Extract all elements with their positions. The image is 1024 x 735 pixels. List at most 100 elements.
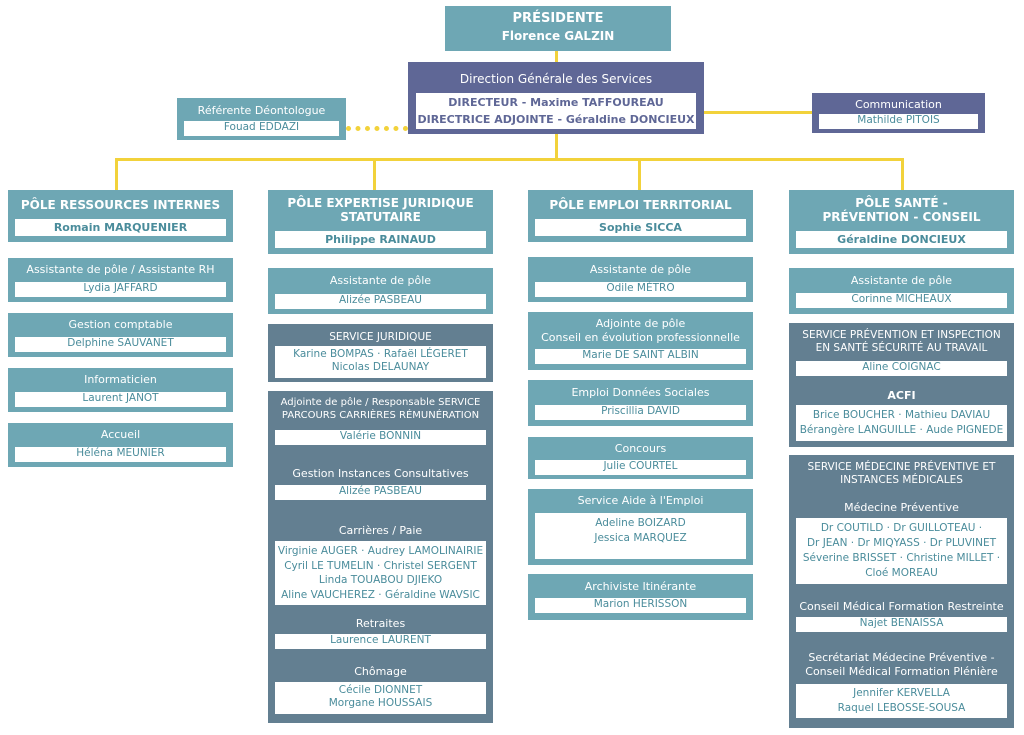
dgs-directeur: DIRECTEUR - Maxime TAFFOUREAU <box>448 96 664 109</box>
pole4-mp-l4: Cloé MOREAU <box>865 567 938 579</box>
pole4-mp-title: Médecine Préventive <box>844 501 959 514</box>
communication-name: Mathilde PITOIS <box>819 114 978 129</box>
pole4-mp-l1: Dr COUTILD · Dr GUILLOTEAU · <box>820 522 983 534</box>
deontologue-name: Fouad EDDAZI <box>184 121 339 136</box>
pole2-assistante-name: Alizée PASBEAU <box>275 294 486 309</box>
pole2-chomage-l1: Cécile DIONNET <box>338 684 423 696</box>
pole1-accueil-box: Accueil Héléna MEUNIER <box>8 423 233 467</box>
pole4-prevention-name: Aline COIGNAC <box>796 361 1007 376</box>
connector-horizontal <box>115 158 904 161</box>
pole3-aide-l2: Jessica MARQUEZ <box>594 532 687 544</box>
pole1-informaticien-title: Informaticien <box>84 373 157 386</box>
pole2-carrieres-l3: Linda TOUABOU DJIEKO <box>318 574 443 586</box>
pole3-adjointe-title-l2: Conseil en évolution professionnelle <box>541 331 740 344</box>
connector-pole2 <box>373 158 376 190</box>
deontologue-box: Référente Déontologue Fouad EDDAZI <box>177 98 346 140</box>
pole4-title-l2: PRÉVENTION - CONSEIL <box>822 210 981 224</box>
pole4-prevention-box: SERVICE PRÉVENTION ET INSPECTION EN SANT… <box>789 323 1014 447</box>
pole4-sec-l2: Raquel LEBOSSE-SOUSA <box>837 702 966 714</box>
pole4-head: Géraldine DONCIEUX <box>796 231 1007 248</box>
pole2-instances-title: Gestion Instances Consultatives <box>292 467 469 480</box>
pole4-assistante-title: Assistante de pôle <box>850 274 953 287</box>
pole3-concours-title: Concours <box>614 442 667 455</box>
pole3-emploi-box: Emploi Données Sociales Priscillia DAVID <box>528 380 753 426</box>
pole2-juridique-title: SERVICE JURIDIQUE <box>329 331 432 343</box>
connector-dgs-deontologue <box>346 126 408 131</box>
pole2-carrieres-members: Virginie AUGER · Audrey LAMOLINAIRIE Cyr… <box>275 541 486 605</box>
pole3-header: PÔLE EMPLOI TERRITORIAL Sophie SICCA <box>528 190 753 242</box>
pole3-title: PÔLE EMPLOI TERRITORIAL <box>549 198 732 212</box>
pole1-accueil-name: Héléna MEUNIER <box>15 447 226 462</box>
pole2-retraites-name: Laurence LAURENT <box>275 634 486 649</box>
pole2-juridique-members: Karine BOMPAS · Rafaël LÉGERET Nicolas D… <box>275 346 486 378</box>
pole3-emploi-name: Priscillia DAVID <box>535 405 746 420</box>
pole2-title-l2: STATUTAIRE <box>340 210 421 224</box>
pole1-comptable-name: Delphine SAUVANET <box>15 337 226 352</box>
pole4-mp-l2: Dr JEAN · Dr MIQYASS · Dr PLUVINET <box>806 537 997 549</box>
pole2-assistante-box: Assistante de pôle Alizée PASBEAU <box>268 268 493 314</box>
connector-president-dgs <box>555 50 558 62</box>
dgs-title: Direction Générale des Services <box>459 72 653 86</box>
dgs-box: Direction Générale des Services DIRECTEU… <box>408 62 704 134</box>
communication-title: Communication <box>855 98 942 111</box>
dgs-adjointe: DIRECTRICE ADJOINTE - Géraldine DONCIEUX <box>417 113 695 126</box>
pole1-assistante-name: Lydia JAFFARD <box>15 282 226 297</box>
pole3-adjointe-box: Adjointe de pôle Conseil en évolution pr… <box>528 312 753 370</box>
pole1-head: Romain MARQUENIER <box>15 219 226 236</box>
pole4-header: PÔLE SANTÉ - PRÉVENTION - CONSEIL Gérald… <box>789 190 1014 254</box>
pole2-parcours-box: Adjointe de pôle / Responsable SERVICE P… <box>268 391 493 723</box>
pole3-aide-box: Service Aide à l'Emploi Adeline BOIZARD … <box>528 489 753 565</box>
pole1-accueil-title: Accueil <box>100 428 141 441</box>
pole3-assistante-name: Odile MÉTRO <box>535 282 746 297</box>
dgs-members: DIRECTEUR - Maxime TAFFOUREAU DIRECTRICE… <box>416 93 696 129</box>
pole4-assistante-name: Corinne MICHEAUX <box>796 293 1007 308</box>
pole4-prevention-title-l1: SERVICE PRÉVENTION ET INSPECTION <box>802 329 1001 341</box>
pole4-sec-title-l2: Conseil Médical Formation Plénière <box>805 665 998 678</box>
pole2-juridique-box: SERVICE JURIDIQUE Karine BOMPAS · Rafaël… <box>268 324 493 382</box>
pole4-assistante-box: Assistante de pôle Corinne MICHEAUX <box>789 268 1014 314</box>
pole2-chomage-members: Cécile DIONNET Morgane HOUSSAIS <box>275 682 486 714</box>
pole3-emploi-title: Emploi Données Sociales <box>571 386 710 399</box>
pole4-acfi-members: Brice BOUCHER · Mathieu DAVIAU Bérangère… <box>796 405 1007 441</box>
pole3-archiviste-title: Archiviste Itinérante <box>584 580 697 593</box>
pole4-acfi-l2: Bérangère LANGUILLE · Aude PIGNEDE <box>799 424 1004 436</box>
pole1-assistante-title: Assistante de pôle / Assistante RH <box>26 263 215 276</box>
pole2-retraites-title: Retraites <box>355 617 406 630</box>
president-box: PRÉSIDENTE Florence GALZIN <box>445 6 671 51</box>
pole2-juridique-l2: Nicolas DELAUNAY <box>331 361 430 373</box>
president-name: Florence GALZIN <box>501 29 615 43</box>
pole1-informaticien-box: Informaticien Laurent JANOT <box>8 368 233 412</box>
pole2-assistante-title: Assistante de pôle <box>329 274 432 287</box>
president-title: PRÉSIDENTE <box>512 11 604 26</box>
pole4-medecine-box: SERVICE MÉDECINE PRÉVENTIVE ET INSTANCES… <box>789 455 1014 728</box>
pole3-archiviste-name: Marion HERISSON <box>535 598 746 613</box>
pole2-juridique-l1: Karine BOMPAS · Rafaël LÉGERET <box>293 348 468 360</box>
pole2-title-l1: PÔLE EXPERTISE JURIDIQUE <box>287 196 474 210</box>
pole3-head: Sophie SICCA <box>535 219 746 236</box>
pole4-medecine-title-l1: SERVICE MÉDECINE PRÉVENTIVE ET <box>807 461 996 473</box>
pole2-carrieres-l2: Cyril LE TUMELIN · Christel SERGENT <box>284 559 477 572</box>
pole3-aide-members: Adeline BOIZARD Jessica MARQUEZ <box>535 513 746 559</box>
connector-dgs-down <box>555 134 558 160</box>
pole4-mp-l3: Séverine BRISSET · Christine MILLET · <box>802 552 1001 564</box>
connector-pole3 <box>638 158 641 190</box>
pole2-head: Philippe RAINAUD <box>275 231 486 248</box>
pole4-cmfr-title: Conseil Médical Formation Restreinte <box>799 600 1004 613</box>
pole3-assistante-title: Assistante de pôle <box>589 263 692 276</box>
deontologue-title: Référente Déontologue <box>197 104 326 117</box>
pole3-adjointe-name: Marie DE SAINT ALBIN <box>535 349 746 364</box>
pole2-parcours-name: Valérie BONNIN <box>275 430 486 445</box>
pole4-sec-title-l1: Secrétariat Médecine Préventive - <box>808 651 995 664</box>
pole4-acfi-l1: Brice BOUCHER · Mathieu DAVIAU <box>812 409 991 421</box>
pole4-sec-l1: Jennifer KERVELLA <box>853 687 950 699</box>
pole4-prevention-title-l2: EN SANTÉ SÉCURITÉ AU TRAVAIL <box>815 342 988 354</box>
pole2-instances-name: Alizée PASBEAU <box>275 485 486 500</box>
pole1-title: PÔLE RESSOURCES INTERNES <box>20 198 221 212</box>
pole1-comptable-box: Gestion comptable Delphine SAUVANET <box>8 313 233 357</box>
pole3-aide-title: Service Aide à l'Emploi <box>577 494 704 507</box>
pole1-header: PÔLE RESSOURCES INTERNES Romain MARQUENI… <box>8 190 233 242</box>
pole3-archiviste-box: Archiviste Itinérante Marion HERISSON <box>528 574 753 620</box>
pole3-adjointe-title-l1: Adjointe de pôle <box>595 317 686 330</box>
pole2-carrieres-l1: Virginie AUGER · Audrey LAMOLINAIRIE <box>277 545 484 557</box>
pole2-header: PÔLE EXPERTISE JURIDIQUE STATUTAIRE Phil… <box>268 190 493 254</box>
